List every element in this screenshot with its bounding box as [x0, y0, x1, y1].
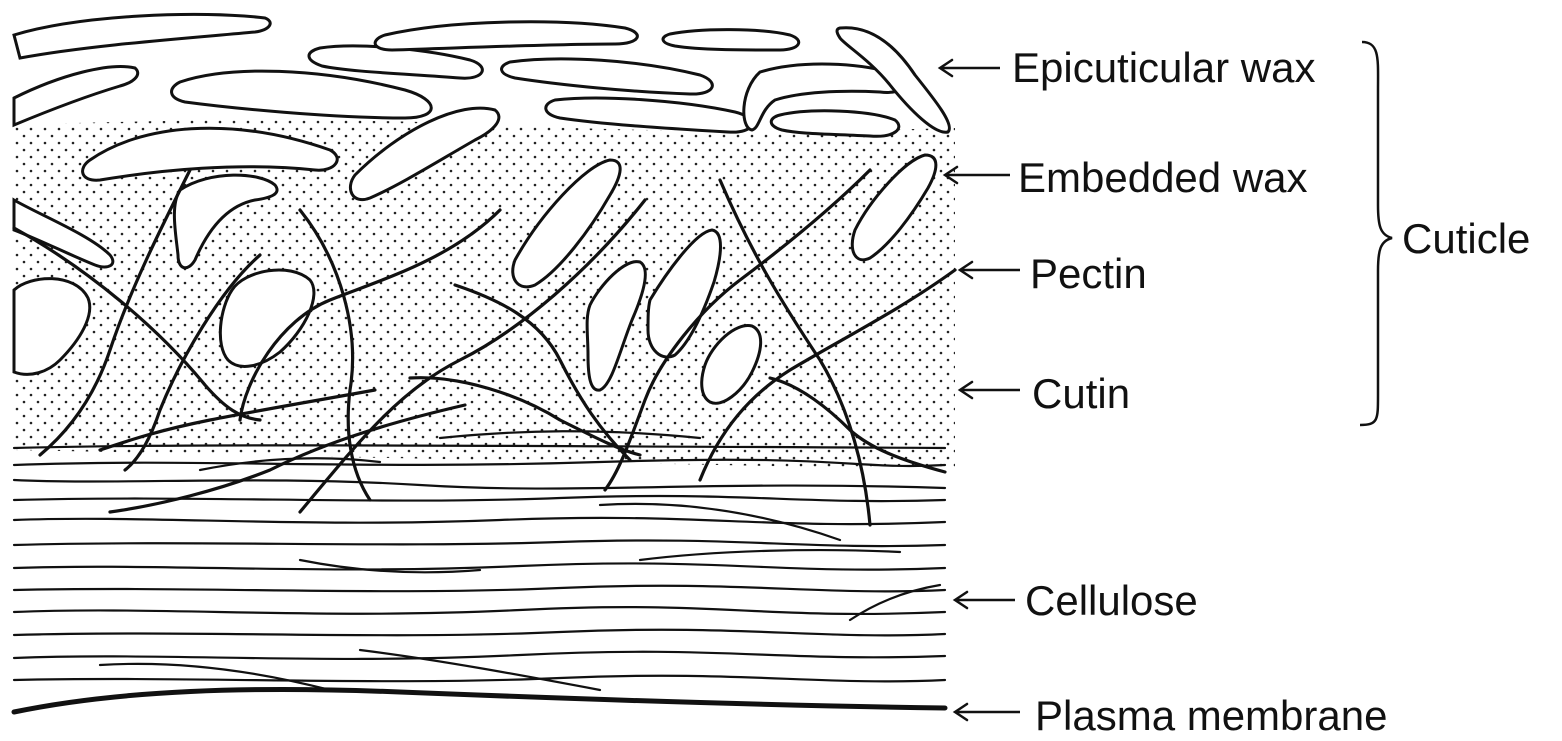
- label-cellulose: Cellulose: [1025, 577, 1198, 624]
- label-plasma-membrane: Plasma membrane: [1035, 692, 1387, 739]
- label-epicuticular-wax: Epicuticular wax: [1012, 44, 1315, 91]
- plasma-membrane-line: [14, 689, 945, 712]
- label-pectin: Pectin: [1030, 250, 1147, 297]
- label-embedded-wax: Embedded wax: [1018, 154, 1308, 201]
- cellulose-layer: [14, 431, 945, 690]
- label-cuticle: Cuticle: [1402, 215, 1530, 262]
- cuticle-brace: [1360, 42, 1392, 425]
- label-cutin: Cutin: [1032, 370, 1130, 417]
